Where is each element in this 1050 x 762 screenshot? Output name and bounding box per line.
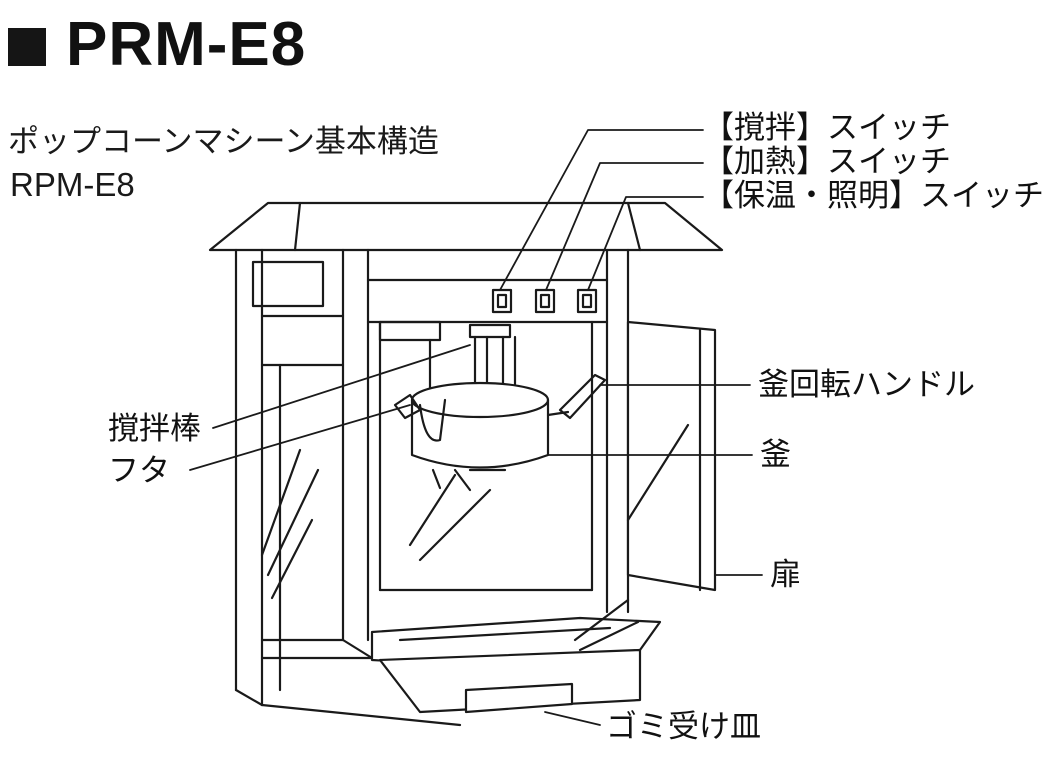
lid-leader: [189, 404, 411, 471]
label-kettle-handle: 釜回転ハンドル: [758, 367, 975, 403]
heat-switch: [534, 288, 556, 314]
label-waste-tray: ゴミ受け皿: [606, 709, 761, 745]
label-kettle: 釜: [760, 437, 791, 473]
label-stir-switch: 【撹拌】スイッチ: [703, 110, 951, 146]
label-door: 扉: [770, 557, 801, 593]
warm-light-switch: [576, 288, 598, 314]
title-square-marker: [8, 28, 46, 66]
stir-switch: [491, 288, 513, 314]
switch-panel: [491, 288, 598, 314]
model-name: RPM-E8: [10, 166, 135, 203]
page-title: PRM-E8: [66, 9, 307, 79]
heat-switch-leader: [545, 162, 704, 291]
waste-tray: [464, 682, 574, 714]
diagram-subtitle: ポップコーンマシーン基本構造: [8, 124, 439, 160]
base-tray: [370, 598, 662, 714]
waste-tray-leader: [544, 711, 601, 726]
warm-light-switch-leader: [587, 196, 704, 291]
kettle-assembly: [378, 320, 607, 492]
leader-lines: [189, 129, 763, 726]
machine-frame: [234, 248, 692, 727]
label-heat-switch: 【加熱】スイッチ: [703, 144, 951, 180]
title-row: PRM-E8: [8, 4, 306, 84]
machine-roof: [208, 201, 724, 252]
stir-rod-leader: [212, 344, 471, 429]
label-lid: フタ: [108, 453, 170, 489]
stir-switch-leader: [499, 129, 704, 291]
label-stir-rod: 撹拌棒: [108, 411, 201, 447]
label-warm-light-switch: 【保温・照明】スイッチ: [703, 178, 1044, 214]
door: [626, 320, 717, 592]
